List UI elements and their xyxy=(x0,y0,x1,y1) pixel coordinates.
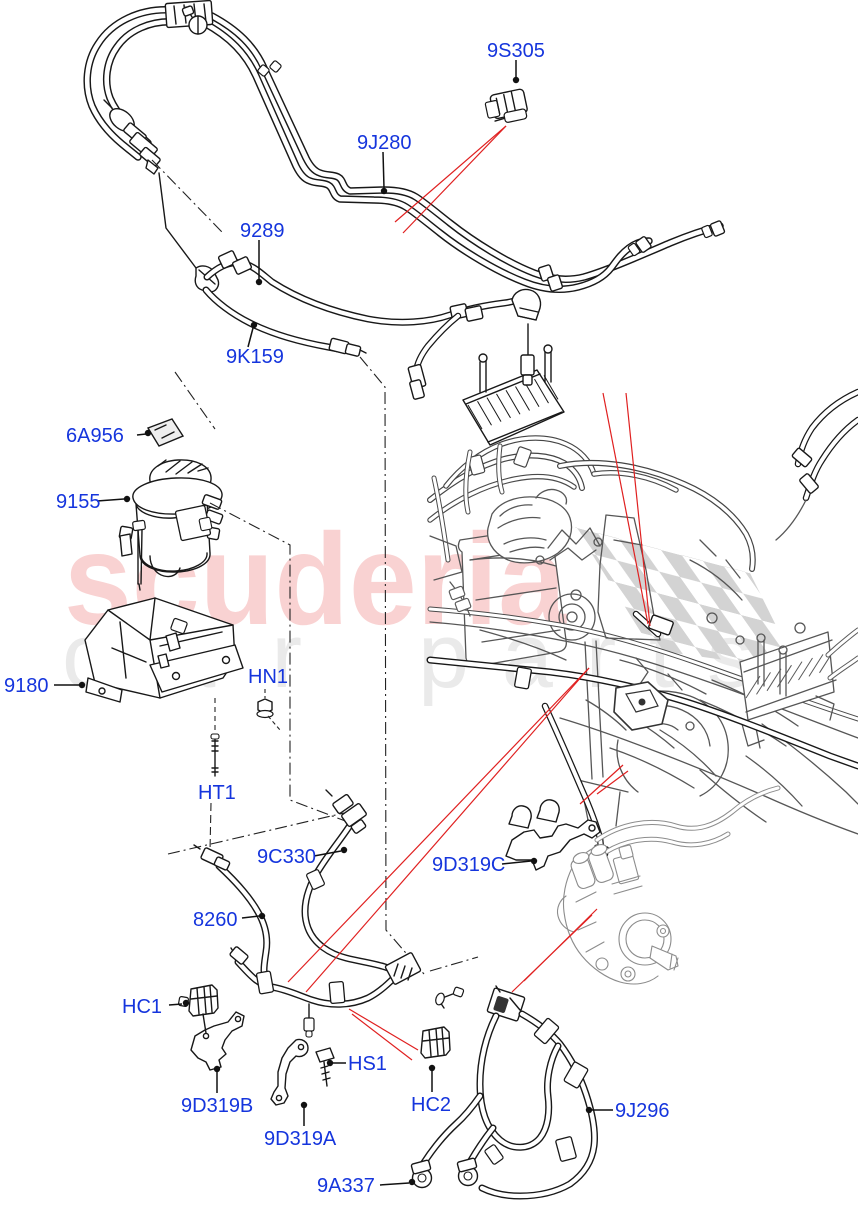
svg-text:6A956: 6A956 xyxy=(66,425,124,447)
svg-text:9D319A: 9D319A xyxy=(264,1128,337,1150)
svg-text:HC1: HC1 xyxy=(122,996,162,1018)
svg-text:9J280: 9J280 xyxy=(357,132,412,154)
svg-text:9D319B: 9D319B xyxy=(181,1095,253,1117)
svg-text:9C330: 9C330 xyxy=(257,846,316,868)
svg-text:9180: 9180 xyxy=(4,675,49,697)
svg-text:9155: 9155 xyxy=(56,491,101,513)
svg-text:HT1: HT1 xyxy=(198,782,236,804)
svg-text:HS1: HS1 xyxy=(348,1053,387,1075)
svg-text:9D319C: 9D319C xyxy=(432,854,505,876)
svg-text:9289: 9289 xyxy=(240,220,285,242)
svg-text:HN1: HN1 xyxy=(248,666,288,688)
svg-text:9J296: 9J296 xyxy=(615,1100,670,1122)
svg-text:9K159: 9K159 xyxy=(226,346,284,368)
svg-text:9S305: 9S305 xyxy=(487,40,545,62)
svg-text:8260: 8260 xyxy=(193,909,238,931)
svg-text:HC2: HC2 xyxy=(411,1094,451,1116)
svg-text:9A337: 9A337 xyxy=(317,1175,375,1197)
